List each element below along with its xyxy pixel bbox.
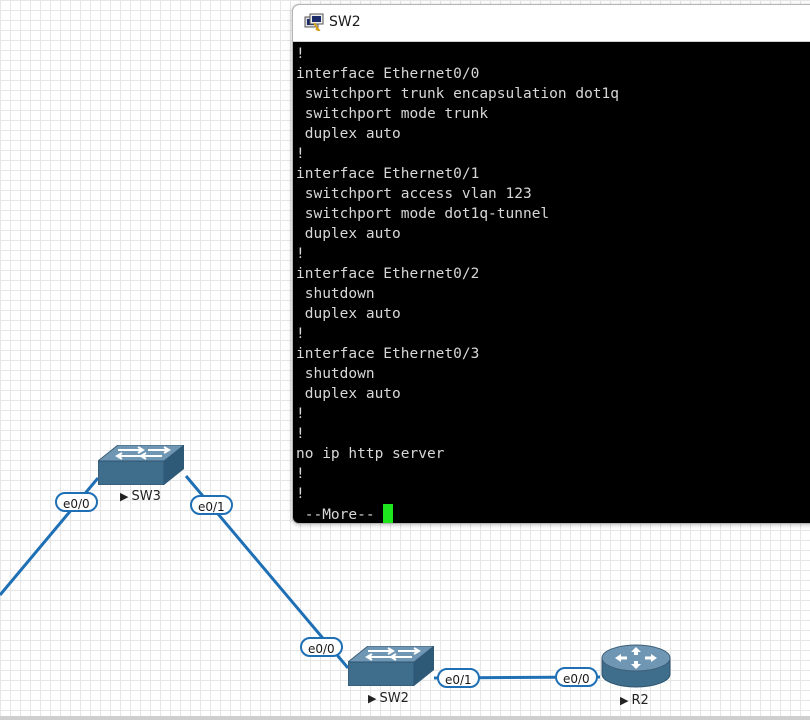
switch-icon xyxy=(346,645,436,687)
port-label-sw3-e01[interactable]: e0/1 xyxy=(190,495,233,515)
terminal-line: duplex auto xyxy=(304,226,401,242)
bottom-scrollbar[interactable] xyxy=(0,716,810,720)
play-triangle-icon: ▶ xyxy=(120,490,129,503)
terminal-cursor xyxy=(383,504,394,523)
port-label-r2-e00[interactable]: e0/0 xyxy=(555,667,598,687)
terminal-line: duplex auto xyxy=(304,126,401,142)
terminal-line: switchport mode dot1q-tunnel xyxy=(304,206,550,222)
console-window[interactable]: SW2 ! interface Ethernet0/0 switchport t… xyxy=(292,4,810,524)
terminal-line: ! xyxy=(296,326,305,342)
device-sw2[interactable] xyxy=(346,645,436,690)
port-label-sw2-e01[interactable]: e0/1 xyxy=(437,668,480,688)
terminal-line: ! xyxy=(296,426,305,442)
port-label-sw2-e00[interactable]: e0/0 xyxy=(300,637,343,657)
terminal-line: switchport trunk encapsulation dot1q xyxy=(304,86,620,102)
terminal-text: ! interface Ethernet0/0 switchport trunk… xyxy=(296,46,619,502)
terminal-line: interface Ethernet0/3 xyxy=(296,346,480,362)
device-label-sw2: ▶SW2 xyxy=(368,691,409,706)
device-label-r2: ▶R2 xyxy=(620,693,649,708)
terminal-line: interface Ethernet0/1 xyxy=(296,166,480,182)
device-sw3[interactable] xyxy=(96,444,186,489)
terminal-output[interactable]: ! interface Ethernet0/0 switchport trunk… xyxy=(293,42,810,523)
terminal-line: duplex auto xyxy=(304,386,401,402)
port-label-sw3-e00[interactable]: e0/0 xyxy=(55,492,98,512)
device-label-sw3: ▶SW3 xyxy=(120,489,161,504)
terminal-line: no ip http server xyxy=(296,446,445,462)
terminal-line: interface Ethernet0/0 xyxy=(296,66,480,82)
switch-icon xyxy=(96,444,186,486)
terminal-line: ! xyxy=(296,146,305,162)
terminal-line: shutdown xyxy=(304,286,375,302)
console-titlebar[interactable]: SW2 xyxy=(293,5,810,42)
terminal-line: duplex auto xyxy=(304,306,401,322)
terminal-line: switchport mode trunk xyxy=(304,106,489,122)
terminal-line: ! xyxy=(296,466,305,482)
console-title: SW2 xyxy=(329,14,361,30)
play-triangle-icon: ▶ xyxy=(620,694,629,707)
more-prompt: --More-- xyxy=(296,507,384,523)
device-r2[interactable] xyxy=(600,644,672,694)
terminal-line: ! xyxy=(296,246,305,262)
terminal-line: shutdown xyxy=(304,366,375,382)
play-triangle-icon: ▶ xyxy=(368,692,377,705)
router-icon xyxy=(601,644,671,688)
terminal-line: ! xyxy=(296,406,305,422)
terminal-line: ! xyxy=(296,46,305,62)
putty-terminal-icon xyxy=(304,13,324,35)
terminal-line: switchport access vlan 123 xyxy=(304,186,532,202)
terminal-line: ! xyxy=(296,486,305,502)
terminal-line: interface Ethernet0/2 xyxy=(296,266,480,282)
